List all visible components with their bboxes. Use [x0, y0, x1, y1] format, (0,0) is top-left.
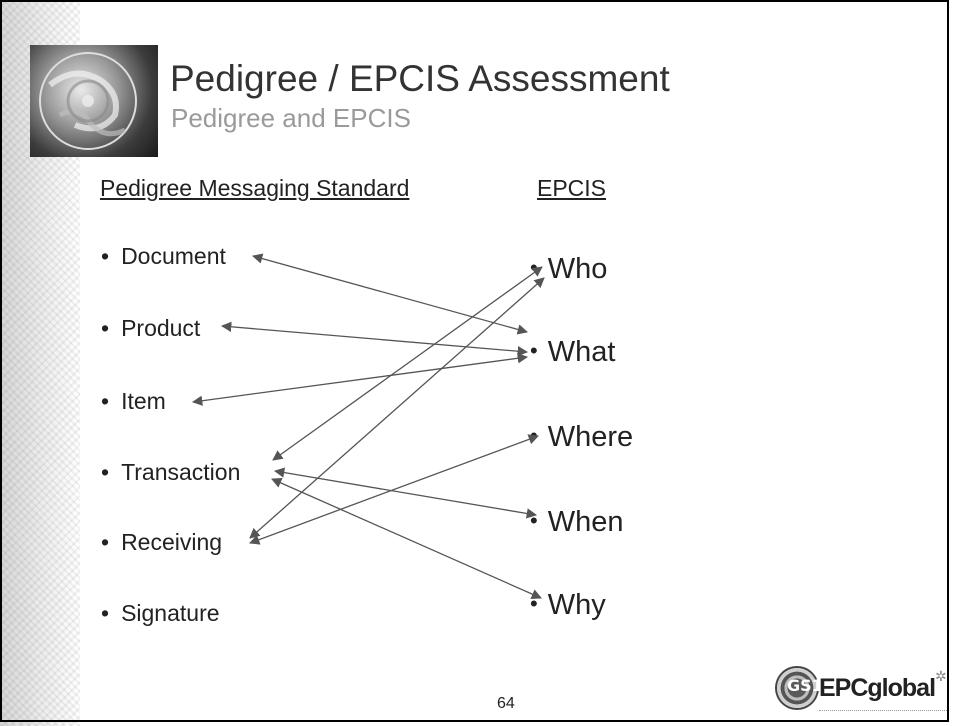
- page-title: Pedigree / EPCIS Assessment: [170, 58, 670, 99]
- left-item-signature: • Signature: [101, 600, 220, 627]
- left-item-product: • Product: [101, 315, 200, 342]
- gs1-mark: GS1: [787, 676, 823, 695]
- arrow-transaction-why: [271, 478, 542, 599]
- left-item-item: • Item: [101, 388, 166, 415]
- right-item-label: What: [547, 336, 616, 368]
- arrow-transaction-when: [273, 467, 538, 519]
- bullet: •: [101, 459, 110, 485]
- arrow-receiving-where: [249, 434, 539, 545]
- right-item-label: Why: [547, 589, 606, 621]
- right-item-label: When: [547, 506, 624, 538]
- right-item-when: •When: [530, 506, 623, 539]
- left-item-document: • Document: [101, 243, 226, 270]
- bullet: •: [101, 315, 110, 341]
- gs1-circle-icon: [775, 666, 819, 710]
- right-column-header: EPCIS: [537, 175, 607, 201]
- arrow-document-what: [251, 253, 529, 335]
- left-item-label: Product: [121, 315, 201, 341]
- arrow-receiving-who: [249, 277, 545, 539]
- bullet: •: [101, 388, 110, 414]
- arrow-transaction-who: [272, 266, 543, 461]
- left-item-label: Document: [121, 243, 226, 269]
- epcglobal-wordmark: EPCglobal: [819, 674, 936, 702]
- left-item-transaction: • Transaction: [101, 459, 240, 486]
- left-column-header: Pedigree Messaging Standard: [100, 175, 410, 201]
- left-item-receiving: • Receiving: [101, 529, 222, 556]
- page-subtitle: Pedigree and EPCIS: [171, 103, 411, 133]
- right-item-label: Who: [547, 253, 608, 285]
- footer-divider: [819, 710, 947, 712]
- arrow-item-what: [191, 353, 529, 406]
- left-item-label: Receiving: [121, 529, 223, 555]
- globe-logo-icon: [30, 45, 158, 157]
- bullet: •: [101, 529, 110, 555]
- sparkle-icon: ✲: [935, 668, 947, 684]
- left-item-label: Item: [121, 388, 166, 414]
- bullet: •: [101, 600, 110, 626]
- left-item-label: Transaction: [121, 459, 241, 485]
- arrow-product-what: [220, 321, 529, 357]
- bullet: •: [101, 243, 110, 269]
- page-number: 64: [497, 695, 515, 712]
- epcglobal-logo: GS1 EPCglobal ✲: [775, 662, 950, 720]
- bullet: •: [530, 591, 538, 616]
- right-item-label: Where: [547, 421, 634, 453]
- right-item-why: • Why: [530, 589, 606, 622]
- left-item-label: Signature: [121, 600, 220, 626]
